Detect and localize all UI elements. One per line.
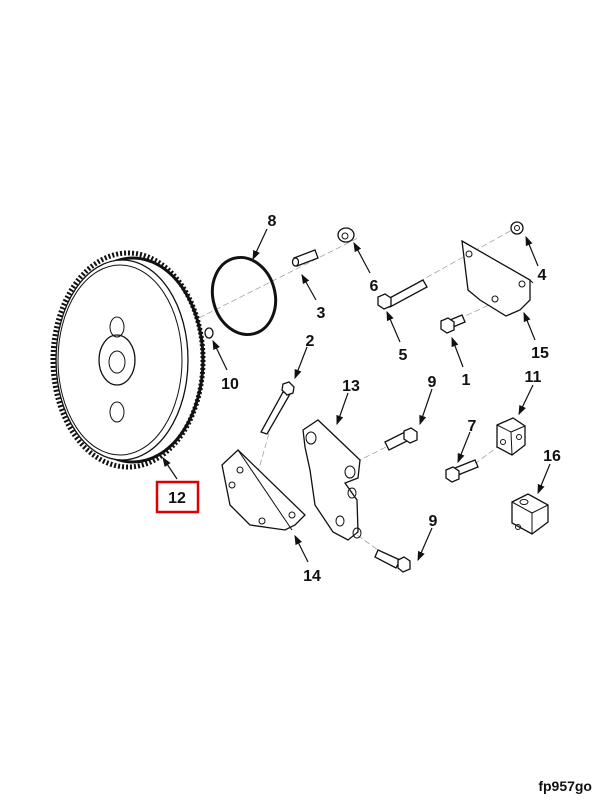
short-bolt[interactable]	[440, 314, 466, 334]
leader-arrows	[162, 228, 551, 563]
callout-8[interactable]: 8	[268, 213, 277, 230]
callout-7[interactable]: 7	[468, 418, 477, 435]
callout-10[interactable]: 10	[221, 376, 239, 393]
flange-nut[interactable]	[337, 227, 355, 243]
callout-16[interactable]: 16	[543, 448, 561, 465]
callout-5[interactable]: 5	[399, 347, 408, 364]
clamp-block[interactable]	[511, 493, 549, 535]
callout-9-lower[interactable]: 9	[429, 513, 438, 530]
callout-2[interactable]: 2	[306, 333, 315, 350]
callout-14[interactable]: 14	[303, 568, 321, 585]
support-bracket[interactable]	[302, 419, 362, 541]
flange-bolt[interactable]	[445, 459, 479, 483]
figure-id: fp957go	[538, 778, 592, 794]
callout-11[interactable]: 11	[525, 369, 542, 386]
callout-13[interactable]: 13	[342, 378, 360, 395]
cap-screw-upper[interactable]	[384, 427, 418, 451]
callout-4[interactable]: 4	[538, 267, 547, 284]
camshaft-gear[interactable]	[50, 250, 206, 470]
highlight-box	[155, 480, 200, 514]
callout-15[interactable]: 15	[531, 345, 549, 362]
angle-bracket[interactable]	[221, 449, 306, 531]
long-cap-screw[interactable]	[260, 381, 295, 435]
callout-12[interactable]: 12	[168, 490, 186, 507]
cap-screw-lower[interactable]	[374, 549, 411, 573]
dowel-pin[interactable]	[291, 249, 319, 267]
hex-nut[interactable]	[510, 221, 524, 235]
small-washer[interactable]	[204, 327, 214, 339]
spacer-block[interactable]	[496, 417, 526, 456]
callout-1[interactable]: 1	[462, 372, 471, 389]
callout-3[interactable]: 3	[317, 305, 326, 322]
o-ring[interactable]	[204, 250, 284, 341]
callout-6[interactable]: 6	[370, 278, 379, 295]
long-bolt[interactable]	[377, 279, 428, 310]
callout-9-upper[interactable]: 9	[428, 374, 437, 391]
mounting-plate[interactable]	[461, 239, 534, 317]
